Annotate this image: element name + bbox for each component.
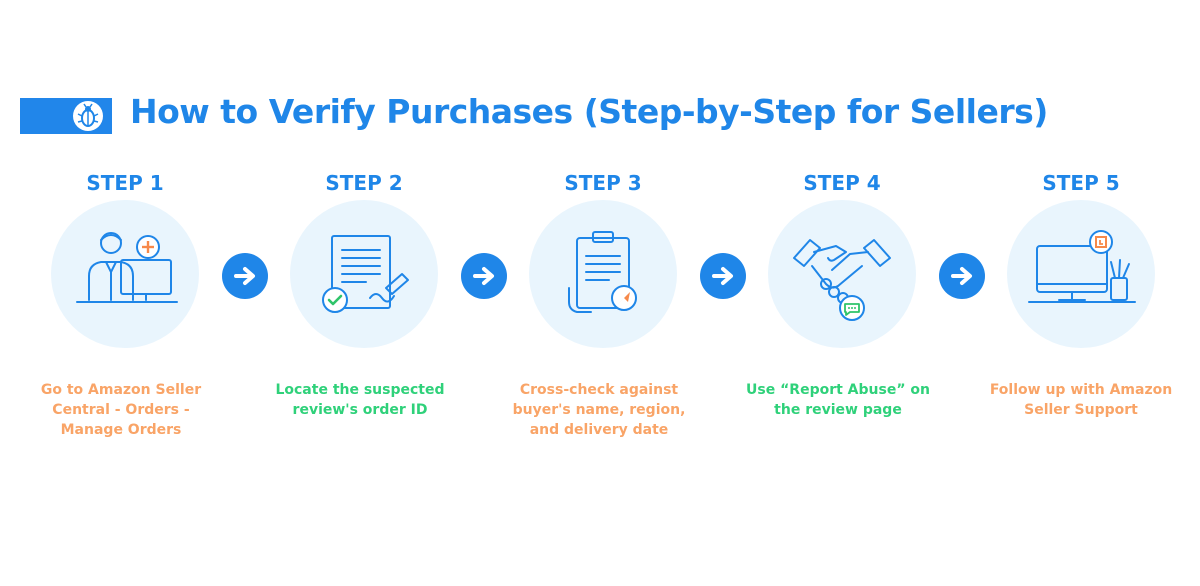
- step-3-description: Cross-check against buyer's name, region…: [512, 382, 686, 438]
- step-5-label: STEP 5: [1042, 171, 1120, 195]
- step-4-description: Use “Report Abuse” on the review page: [746, 382, 930, 418]
- step-1-circle: [51, 200, 199, 348]
- step-2-description: Locate the suspected review's order ID: [275, 382, 445, 418]
- step-3-label: STEP 3: [564, 171, 642, 195]
- step-1-label: STEP 1: [86, 171, 164, 195]
- desktop-support-icon: [1028, 230, 1136, 303]
- step-3-circle: [529, 200, 677, 348]
- step-1-description: Go to Amazon Seller Central - Orders - M…: [40, 382, 202, 438]
- step-4-circle: [768, 200, 916, 348]
- step-5-description: Follow up with Amazon Seller Support: [989, 382, 1173, 418]
- handshake-icon: [793, 239, 891, 321]
- step-2-label: STEP 2: [325, 171, 403, 195]
- step-4-label: STEP 4: [803, 171, 881, 195]
- seller-computer-icon: [76, 232, 178, 303]
- step-2-circle: [290, 200, 438, 348]
- page-title: How to Verify Purchases (Step-by-Step fo…: [130, 92, 1048, 131]
- document-sign-icon: [322, 235, 409, 313]
- arrow-right-icon: [461, 253, 507, 299]
- arrow-right-icon: [222, 253, 268, 299]
- arrow-right-icon: [700, 253, 746, 299]
- step-5-circle: [1007, 200, 1155, 348]
- arrow-right-icon: [939, 253, 985, 299]
- clipboard-check-icon: [568, 231, 637, 313]
- bug-icon: [72, 100, 104, 132]
